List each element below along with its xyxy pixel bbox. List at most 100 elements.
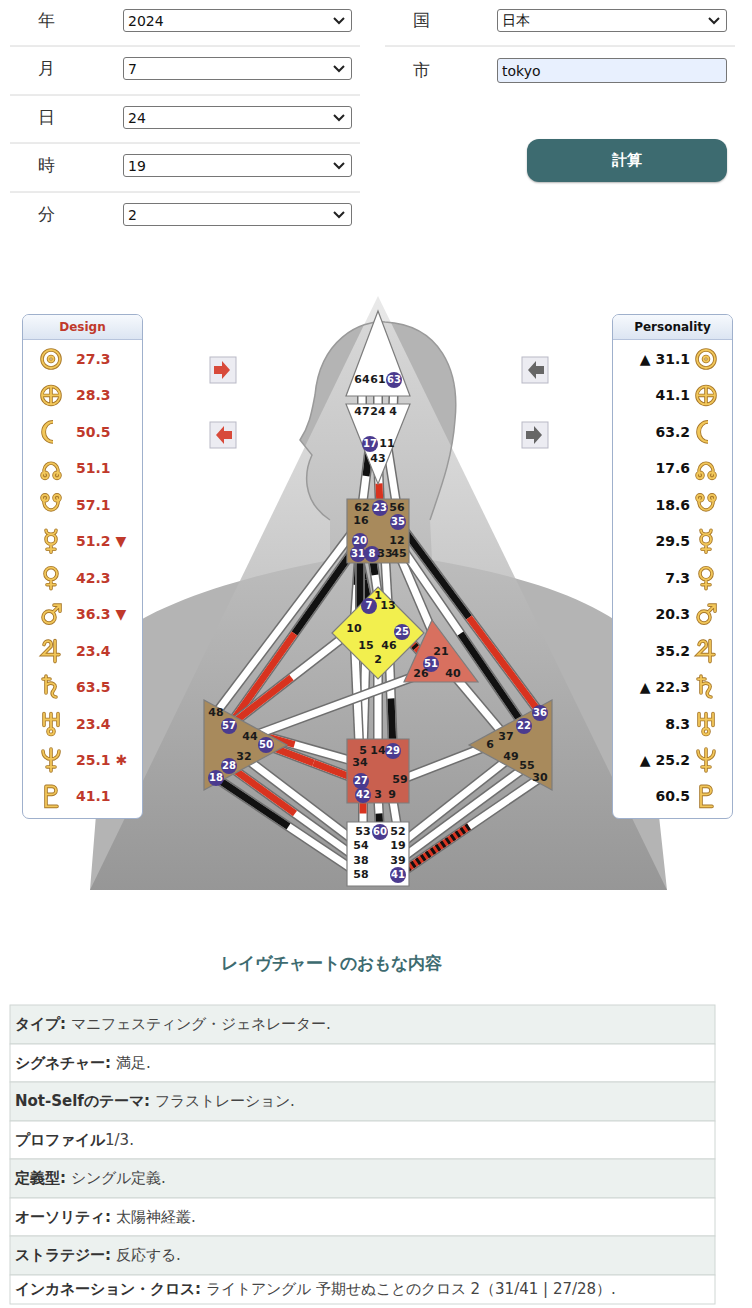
gate-number: 41 <box>390 867 406 883</box>
form-label: Not-Selfのテーマ: <box>15 1092 150 1111</box>
gate-number: 22 <box>516 718 532 734</box>
gate-number: 18 <box>208 770 224 786</box>
planet-symbol <box>44 714 58 735</box>
gate-number: 52 <box>390 826 405 838</box>
planet-symbol <box>698 641 714 662</box>
table-row <box>10 1044 715 1082</box>
gate-line-value: 63.2 <box>655 423 690 441</box>
gate-number: 40 <box>445 668 460 680</box>
chevron-stroke <box>709 18 719 23</box>
channel-outline <box>229 629 354 726</box>
planet-symbol-outline <box>44 714 58 735</box>
chevron-stroke <box>334 163 344 168</box>
planet-symbol <box>43 749 59 771</box>
planet-symbol-fill <box>42 350 60 368</box>
planet-symbol-outline <box>46 786 57 806</box>
gate-line-value: 17.6 <box>655 459 690 477</box>
gate-number: 21 <box>433 646 448 658</box>
gate-number: 3 <box>374 789 382 801</box>
chevron <box>332 16 346 26</box>
channel-outline <box>398 766 527 861</box>
planet-symbol <box>698 749 714 771</box>
gate-number: 16 <box>353 515 368 527</box>
gate-line-value: 18.6 <box>655 496 690 514</box>
planet-symbol <box>45 568 57 589</box>
solar-plexus-center: 3622376495530 <box>467 698 554 792</box>
gate-number: 60 <box>372 824 388 840</box>
gate-line-value: ▲ 22.3 <box>640 678 690 696</box>
planet-symbol-fill <box>701 786 712 806</box>
field-value: 19 <box>128 158 146 174</box>
center-outline <box>469 700 552 790</box>
planet-symbol-fill <box>697 495 715 510</box>
gate-number: 28 <box>221 758 237 774</box>
center-outline <box>404 620 478 682</box>
channel-body <box>398 766 527 861</box>
channel <box>398 766 527 861</box>
gate-number: 64 <box>354 374 369 386</box>
gate-line-value: 50.5 <box>76 423 111 441</box>
form-separators <box>10 46 735 192</box>
gate-number: 49 <box>503 751 518 763</box>
gate-line-value: 36.3 ▼ <box>76 605 126 623</box>
gate-number: 38 <box>353 855 368 867</box>
planet-symbol-fill <box>43 422 53 442</box>
arrow-icon <box>216 426 232 444</box>
country-select: 日本 <box>497 9 727 32</box>
arrow-icon <box>214 361 230 379</box>
gate-line-value: 8.3 <box>665 715 690 733</box>
gate-number: 39 <box>390 855 405 867</box>
planet-symbol <box>697 495 715 510</box>
hour-select: 19 <box>123 154 352 177</box>
ajna-center: 47244171143 <box>344 402 412 486</box>
chevron-stroke <box>334 212 344 217</box>
table-value: 太陽神経叢. <box>116 1208 196 1227</box>
gate-number: 29 <box>385 743 401 759</box>
channel-body <box>400 745 490 780</box>
table-row <box>10 1275 715 1304</box>
planet-symbol <box>701 530 711 552</box>
channel-outline <box>453 674 506 737</box>
gate-number: 59 <box>392 774 407 786</box>
gate-number: 44 <box>242 731 257 743</box>
gate-number: 25 <box>394 624 410 640</box>
separator <box>10 143 360 144</box>
table-value: 国 <box>413 9 430 32</box>
channel-outline <box>398 522 540 713</box>
arrow-icon <box>528 361 544 379</box>
table-key: インカネーション・クロス: <box>15 1280 201 1299</box>
planet-symbol <box>42 386 60 404</box>
planet-symbol-fill <box>43 641 59 662</box>
gate-number: 48 <box>208 707 223 719</box>
planet-symbol-fill <box>46 786 57 806</box>
gate-number: 42 <box>355 787 371 803</box>
table-key: 日 <box>38 106 55 129</box>
gate-number: 55 <box>519 760 534 772</box>
planet-symbol-fill <box>698 422 708 442</box>
year-select: 2024 <box>123 9 352 32</box>
gate-number: 34 <box>352 757 367 769</box>
center-outline <box>347 822 409 886</box>
gate-number: 11 <box>379 438 394 450</box>
gate-number: 57 <box>221 718 237 734</box>
gate-number: 17 <box>362 436 378 452</box>
planet-symbol <box>42 463 60 478</box>
channel-body <box>398 522 540 713</box>
arrow-button <box>522 422 548 448</box>
center-outline <box>347 739 409 803</box>
planet-symbol-fill <box>42 386 60 404</box>
planet-symbol-fill <box>698 605 715 623</box>
table-value: 月 <box>38 57 55 80</box>
planet-symbol <box>698 422 708 442</box>
form-label: シグネチャー: <box>15 1054 111 1073</box>
planet-symbol-outline <box>42 463 60 478</box>
center-outline <box>346 404 410 484</box>
arrow-icon <box>526 426 542 444</box>
gate-line-value: 28.3 <box>76 386 111 404</box>
planet-symbol-outline <box>697 495 715 510</box>
heart-center: 21512640 <box>402 618 480 684</box>
table-row: プロファイル1/3. <box>15 1121 710 1159</box>
form-label: マニフェスティング・ジェネレーター. <box>71 1015 331 1034</box>
gate-line-value: 7.3 <box>665 569 690 587</box>
